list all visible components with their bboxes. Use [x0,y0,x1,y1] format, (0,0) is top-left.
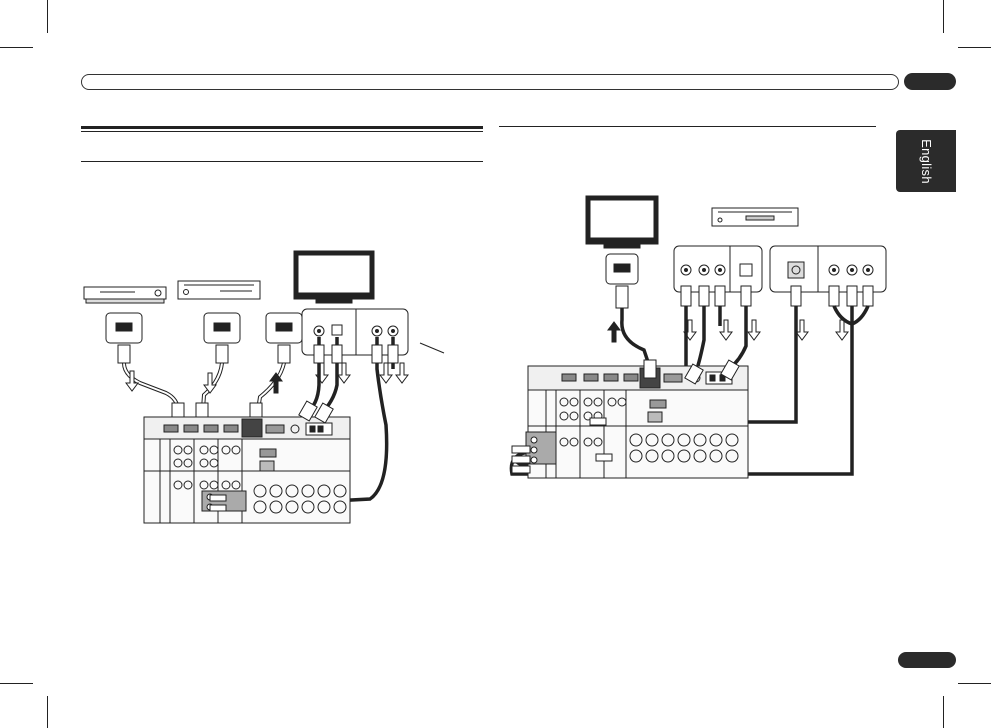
crop-mark [47,696,48,728]
dvd-recorder-icon [177,280,261,300]
language-tab: English [896,130,956,192]
section-rule-top [81,126,483,129]
crop-mark [958,47,991,48]
page-number-badge [898,652,956,668]
crop-mark [958,683,991,684]
set-top-box-icon [711,207,799,227]
crop-mark [0,47,33,48]
av-receiver-rear-panel [525,365,749,479]
section-rule-right [499,126,876,127]
crop-mark [943,0,944,33]
av-receiver-rear-panel [143,416,351,524]
bd-player-icon [83,286,167,304]
audio-video-connection-diagram [509,195,887,479]
header-bar [81,74,899,90]
chapter-badge [904,73,956,90]
section-rule-sub [81,161,483,162]
crop-mark [0,683,33,684]
language-tab-label: English [918,138,934,184]
television-icon [585,195,659,249]
crop-mark [47,0,48,33]
hdmi-connection-diagram [83,250,445,524]
crop-mark [943,696,944,728]
section-rule-top-thin [81,131,483,132]
television-icon [293,250,375,304]
